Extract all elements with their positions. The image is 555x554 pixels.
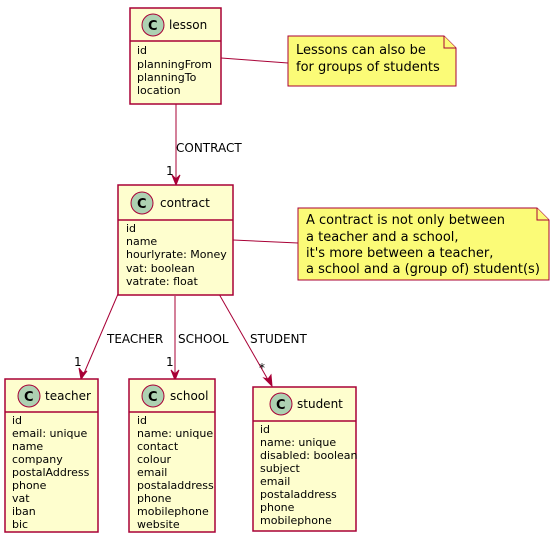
attribute: email xyxy=(137,466,167,479)
class-name: contract xyxy=(160,196,210,210)
class-icon xyxy=(130,191,154,215)
note-line: a school and a (group of) student(s) xyxy=(306,262,540,277)
edge-label-teacher: TEACHER xyxy=(106,332,163,346)
attribute: id xyxy=(260,423,270,436)
multiplicity-student: * xyxy=(259,361,265,375)
attribute: vat xyxy=(12,492,30,505)
note-line: for groups of students xyxy=(296,60,440,75)
attribute: id xyxy=(126,222,136,235)
attribute: iban xyxy=(12,505,36,518)
multiplicity-school: 1 xyxy=(166,355,174,369)
class-icon xyxy=(141,384,165,408)
class-school[interactable]: C school id name: unique contact colour … xyxy=(128,378,216,533)
attribute: planningFrom xyxy=(137,58,212,71)
edge-contract-teacher: TEACHER 1 xyxy=(74,293,163,381)
class-teacher[interactable]: C teacher id email: unique name company … xyxy=(4,378,99,533)
contract-note-connector xyxy=(232,239,299,244)
class-stereotype-letter: C xyxy=(148,390,158,405)
attribute: id xyxy=(12,414,22,427)
attribute: contact xyxy=(137,440,179,453)
attribute: name xyxy=(12,440,43,453)
class-icon xyxy=(17,384,41,408)
class-student[interactable]: C student id name: unique disabled: bool… xyxy=(252,386,358,532)
attribute: name: unique xyxy=(137,427,213,440)
class-name: lesson xyxy=(169,18,207,32)
attribute: postaladdress xyxy=(260,488,337,501)
attribute: vat: boolean xyxy=(126,262,195,275)
class-icon xyxy=(141,13,165,37)
class-stereotype-letter: C xyxy=(148,19,158,34)
multiplicity-teacher: 1 xyxy=(74,355,82,369)
attribute: name: unique xyxy=(260,436,336,449)
note-line: it's more between a teacher, xyxy=(306,246,493,261)
note-line: Lessons can also be xyxy=(296,43,426,58)
edge-label-student: STUDENT xyxy=(250,332,308,346)
attribute: email xyxy=(260,475,290,488)
edge-label-school: SCHOOL xyxy=(178,332,229,346)
class-stereotype-letter: C xyxy=(137,197,147,212)
edge-contract-school: SCHOOL 1 xyxy=(166,296,229,382)
attribute: postaladdress xyxy=(137,479,214,492)
attribute: vatrate: float xyxy=(126,275,199,288)
attribute: phone xyxy=(137,492,172,505)
class-stereotype-letter: C xyxy=(276,398,286,413)
class-name: school xyxy=(170,389,208,403)
multiplicity-contract: 1 xyxy=(166,164,174,178)
edge-contract-student: STUDENT * xyxy=(218,293,308,388)
attribute: postalAddress xyxy=(12,466,90,479)
attribute: website xyxy=(137,518,180,531)
attribute: name xyxy=(126,235,157,248)
attribute: phone xyxy=(260,501,295,514)
attribute: hourlyrate: Money xyxy=(126,248,227,261)
note-contract: A contract is not only between a teacher… xyxy=(297,207,550,281)
attribute: mobilephone xyxy=(260,514,332,527)
attribute: colour xyxy=(137,453,172,466)
lesson-note-connector xyxy=(220,57,289,64)
attribute: planningTo xyxy=(137,71,197,84)
class-stereotype-letter: C xyxy=(24,390,34,405)
attribute: mobilephone xyxy=(137,505,209,518)
class-name: teacher xyxy=(45,389,91,403)
attribute: phone xyxy=(12,479,47,492)
edge-lesson-contract: CONTRACT 1 xyxy=(166,104,242,187)
class-contract[interactable]: C contract id name hourlyrate: Money vat… xyxy=(117,184,234,296)
note-lesson: Lessons can also be for groups of studen… xyxy=(287,35,457,87)
note-line: a teacher and a school, xyxy=(306,230,459,245)
attribute: subject xyxy=(260,462,301,475)
class-icon xyxy=(269,392,293,416)
attribute: disabled: boolean xyxy=(260,449,358,462)
attribute: bic xyxy=(12,518,28,531)
class-name: student xyxy=(297,397,343,411)
attribute: id xyxy=(137,44,147,57)
attribute: email: unique xyxy=(12,427,87,440)
edge-label-contract: CONTRACT xyxy=(176,141,242,155)
attribute: id xyxy=(137,414,147,427)
class-lesson[interactable]: C lesson id planningFrom planningTo loca… xyxy=(129,7,222,105)
note-line: A contract is not only between xyxy=(306,213,505,228)
attribute: company xyxy=(12,453,63,466)
attribute: location xyxy=(137,84,181,97)
